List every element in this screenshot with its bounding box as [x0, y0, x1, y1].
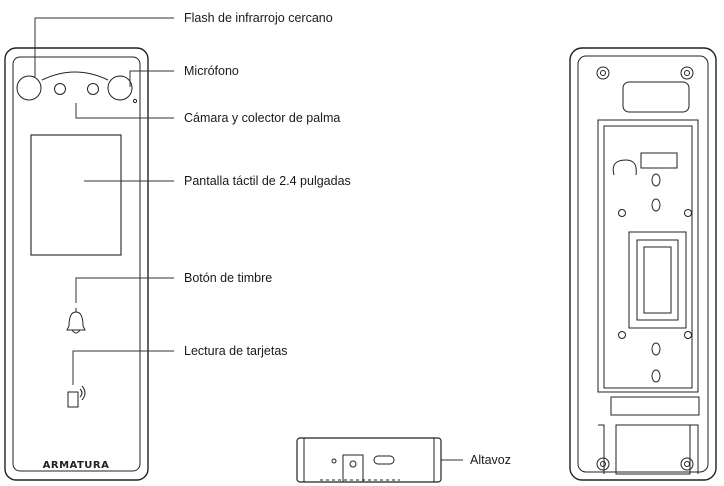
labels: Flash de infrarrojo cercano Micrófono Cá…: [184, 11, 511, 467]
label-doorbell: Botón de timbre: [184, 271, 272, 285]
back-housing-inner: [577, 55, 709, 473]
back-housing-outer: [569, 47, 717, 481]
card-reader-icon: [67, 385, 86, 408]
bottom-housing: [296, 437, 442, 483]
leader-card-reader: [72, 350, 174, 385]
camera-lens-left: [54, 83, 66, 95]
back-view: [569, 47, 717, 481]
front-housing-inner: [12, 56, 141, 472]
front-view: ARMATURA: [4, 47, 149, 481]
bottom-screw: [349, 460, 357, 468]
label-card-reader: Lectura de tarjetas: [184, 344, 288, 358]
label-nir-flash: Flash de infrarrojo cercano: [184, 11, 333, 25]
wiring-slot: [628, 231, 687, 329]
leader-camera: [75, 103, 174, 119]
back-top-notch: [622, 81, 690, 113]
bottom-hole: [331, 458, 337, 464]
leader-nir-flash: [34, 17, 174, 77]
leader-doorbell: [75, 277, 174, 303]
label-microphone: Micrófono: [184, 64, 239, 78]
touchscreen: [30, 134, 122, 256]
label-speaker: Altavoz: [470, 453, 511, 467]
brand-logo: ARMATURA: [43, 460, 110, 471]
bell-icon: [66, 308, 86, 334]
nir-flash-right: [107, 75, 133, 101]
leader-microphone: [129, 70, 174, 87]
label-touchscreen: Pantalla táctil de 2.4 pulgadas: [184, 174, 351, 188]
bottom-view: [296, 437, 442, 483]
front-housing-outer: [4, 47, 149, 481]
camera-lens-right: [87, 83, 99, 95]
speaker-grille: [373, 455, 395, 465]
label-camera-palm: Cámara y colector de palma: [184, 111, 340, 125]
bottom-bracket: [342, 454, 364, 482]
back-screws: [596, 66, 694, 471]
back-label-area: [610, 396, 700, 416]
nir-flash-left: [16, 75, 42, 101]
camera-housing-arc: [41, 71, 109, 81]
microphone-hole: [132, 98, 138, 104]
mounting-plate: [597, 119, 699, 393]
